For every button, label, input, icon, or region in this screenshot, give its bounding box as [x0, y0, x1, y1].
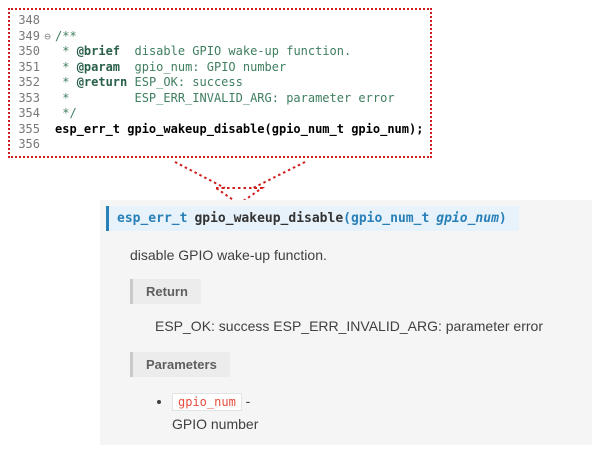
code-text: */: [55, 106, 77, 122]
paren-close: ): [498, 211, 507, 226]
line-number: 348: [18, 13, 40, 27]
return-value-text: ESP_OK: success ESP_ERR_INVALID_ARG: par…: [155, 318, 543, 334]
code-line[interactable]: 350 * @brief disable GPIO wake-up functi…: [14, 44, 426, 60]
line-number: 350: [18, 44, 40, 58]
param-name-italic: gpio_num: [436, 211, 499, 226]
fold-column: [40, 91, 55, 107]
comment-segment: disable GPIO wake-up function.: [120, 44, 352, 58]
fold-column: [40, 122, 55, 138]
code-text: /**: [55, 29, 77, 45]
comment-segment: ESP_OK: success: [127, 75, 243, 89]
parameter-name-code: gpio_num: [172, 393, 242, 411]
code-line[interactable]: 349 ⊖ /**: [14, 29, 426, 45]
comment-segment: /**: [55, 28, 77, 43]
line-number: 355: [18, 121, 40, 136]
doxygen-tag: @param: [76, 59, 121, 74]
code-text: * @brief disable GPIO wake-up function.: [55, 44, 351, 60]
code-text: * @return ESP_OK: success: [55, 75, 243, 91]
function-description: disable GPIO wake-up function.: [130, 247, 327, 263]
line-number: 356: [18, 137, 40, 151]
paren-open: (: [343, 211, 351, 226]
parameter-separator: -: [241, 393, 251, 409]
red-dotted-arrow: [174, 161, 306, 205]
parameter-list: gpio_num - GPIO number: [155, 393, 586, 432]
doc-body: disable GPIO wake-up function. Return ES…: [130, 247, 586, 432]
line-number: 354: [18, 106, 40, 120]
fold-column: [40, 13, 55, 29]
comment-segment: *: [55, 44, 77, 58]
function-name: gpio_wakeup_disable: [194, 211, 344, 226]
function-signature: esp_err_t gpio_wakeup_disable(gpio_num_t g…: [106, 206, 519, 231]
parameter-description: GPIO number: [172, 416, 259, 432]
comment-segment: */: [55, 106, 77, 120]
code-line[interactable]: 354 */: [14, 106, 426, 122]
code-line[interactable]: 352 * @return ESP_OK: success: [14, 75, 426, 91]
code-line[interactable]: 355 esp_err_t gpio_wakeup_disable(gpio_n…: [14, 122, 426, 138]
return-section-header: Return: [130, 279, 201, 304]
parameters-section-header: Parameters: [130, 352, 230, 377]
return-type-link[interactable]: esp_err_t: [117, 211, 188, 226]
comment-segment: gpio_num: GPIO number: [120, 59, 287, 74]
code-editor-snippet: 348 349 ⊖ /** 350 * @brief disable GPIO …: [8, 8, 432, 158]
comment-segment: *: [55, 59, 77, 74]
fold-column: [40, 75, 55, 91]
fold-column: [40, 44, 55, 60]
code-line[interactable]: 351 * @param gpio_num: GPIO number: [14, 60, 426, 76]
line-number: 352: [18, 75, 40, 89]
code-text: * ESP_ERR_INVALID_ARG: parameter error: [55, 90, 395, 107]
param-type-link[interactable]: gpio_num_t: [351, 211, 430, 226]
fold-column: [40, 137, 55, 153]
code-line[interactable]: 353 * ESP_ERR_INVALID_ARG: parameter err…: [14, 91, 426, 107]
comment-segment: *: [55, 75, 77, 89]
doxygen-tag: @brief: [76, 44, 121, 58]
line-number: 351: [18, 59, 40, 74]
parameter-item: gpio_num - GPIO number: [172, 393, 586, 432]
comment-segment: * ESP_ERR_INVALID_ARG: parameter error: [55, 90, 395, 105]
doxygen-tag: @return: [76, 75, 128, 89]
fold-column: [40, 106, 55, 122]
code-line[interactable]: 356: [14, 137, 426, 153]
fold-column: [40, 60, 55, 76]
fold-collapse-icon[interactable]: ⊖: [44, 29, 51, 43]
line-number: 349: [18, 28, 40, 43]
code-text: esp_err_t gpio_wakeup_disable(gpio_num_t…: [55, 122, 423, 138]
line-number: 353: [18, 90, 40, 105]
code-line[interactable]: 348: [14, 13, 426, 29]
code-text: * @param gpio_num: GPIO number: [55, 60, 286, 76]
function-declaration: esp_err_t gpio_wakeup_disable(gpio_num_t…: [55, 121, 424, 136]
